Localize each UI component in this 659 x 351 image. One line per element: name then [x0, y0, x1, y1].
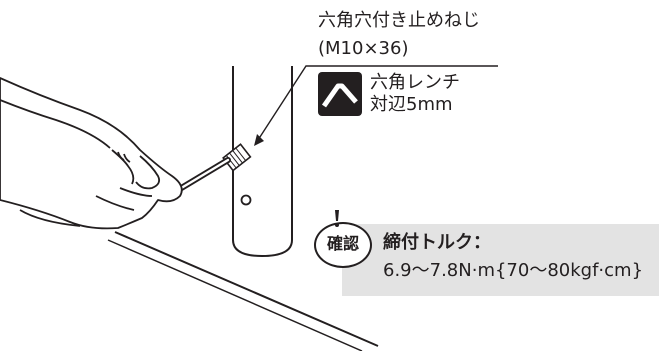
confirm-badge: 確認 — [314, 210, 372, 268]
torque-note-box — [342, 224, 659, 296]
bolt-spec-label: (M10×36) — [318, 38, 409, 59]
floor-edge-line — [114, 231, 379, 347]
set-screw — [222, 143, 252, 172]
callout-leader-line — [257, 65, 498, 141]
pipe-hole — [240, 194, 252, 206]
torque-title: 締付トルク： — [383, 232, 491, 253]
hex-wrench-shaft-inner — [176, 158, 230, 192]
leader-arrow — [254, 134, 264, 146]
pipe-leg — [232, 66, 293, 258]
hex-wrench-icon — [318, 72, 362, 116]
bolt-name-label: 六角穴付き止めねじ — [318, 10, 480, 31]
hand — [0, 77, 183, 230]
exclamation-icon — [335, 210, 339, 227]
tool-size-label: 対辺5mm — [370, 94, 453, 115]
torque-value: 6.9～7.8N·m{70～80kgf·cm} — [383, 260, 644, 281]
tool-name-label: 六角レンチ — [370, 72, 460, 93]
floor-edge-line-inner — [107, 239, 363, 351]
confirm-badge-label: 確認 — [326, 234, 359, 253]
